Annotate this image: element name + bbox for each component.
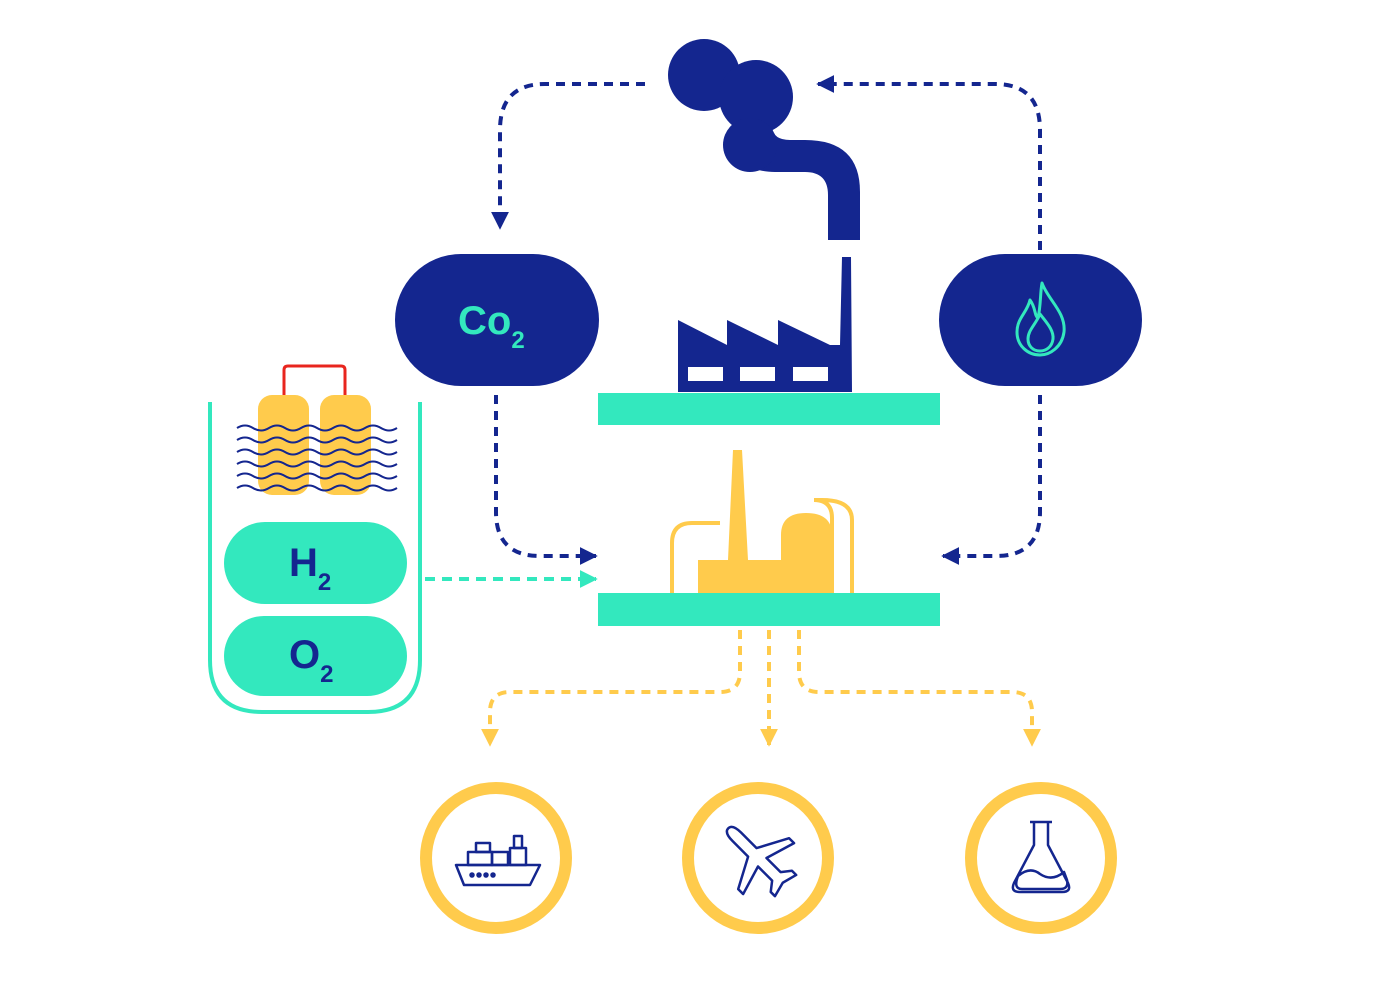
connector-fuel-to-refinery xyxy=(941,395,1042,565)
output-ship xyxy=(420,782,572,934)
electrolyzer-tanks-icon xyxy=(236,364,398,495)
output-flask xyxy=(965,782,1117,934)
water-waves xyxy=(236,424,398,492)
connector-refinery-to-ship xyxy=(481,630,742,747)
factory-icon xyxy=(678,257,852,392)
refinery-icon xyxy=(670,450,854,593)
electrolyzer-container xyxy=(208,402,422,714)
h2-subscript: 2 xyxy=(318,569,331,596)
fuel-pill xyxy=(939,254,1142,386)
co2-label: Co2 xyxy=(458,299,525,354)
refinery-platform xyxy=(598,593,940,626)
o2-label: O2 xyxy=(289,633,333,688)
factory-platform xyxy=(598,393,940,425)
ship-icon xyxy=(454,834,542,887)
o2-subscript: 2 xyxy=(320,661,333,688)
h2-pill: H2 xyxy=(224,522,407,604)
connector-cloud-to-co2 xyxy=(491,82,645,230)
co2-subscript: 2 xyxy=(511,327,524,354)
co2-pill: Co2 xyxy=(395,254,599,386)
o2-pill: O2 xyxy=(224,616,407,696)
connector-co2-to-refinery xyxy=(494,395,598,565)
flame-icon xyxy=(1015,281,1066,357)
connector-refinery-to-flask xyxy=(797,630,1041,747)
smoke-cloud-icon xyxy=(668,39,860,240)
h2-label: H2 xyxy=(289,541,331,596)
output-airplane xyxy=(682,782,834,934)
airplane-icon xyxy=(725,825,798,898)
flask-icon xyxy=(1011,820,1071,894)
